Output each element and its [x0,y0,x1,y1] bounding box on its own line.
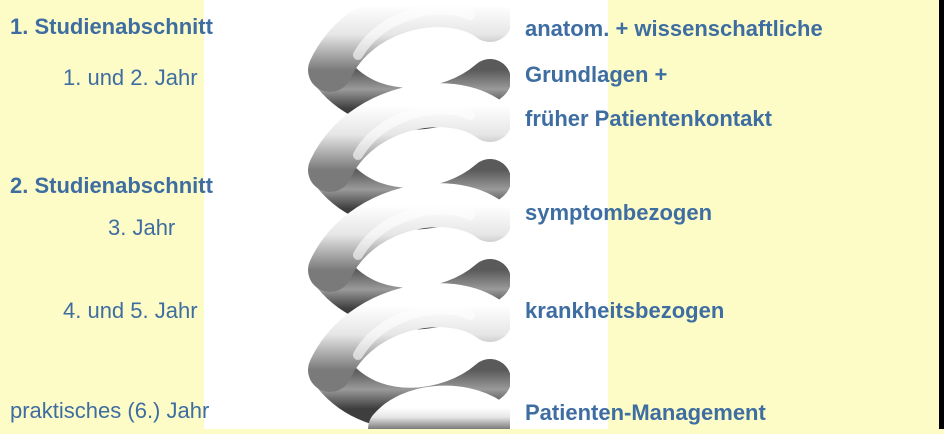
patient-management-label: Patienten-Management [525,400,766,426]
right-border [939,0,944,429]
section2-years45: 4. und 5. Jahr [63,298,198,324]
symptom-label: symptombezogen [525,200,712,226]
helix-spiral-icon [300,0,510,429]
foundations-line3: früher Patientenkontakt [525,106,772,132]
foundations-line2: Grundlagen + [525,62,667,88]
section1-years: 1. und 2. Jahr [63,65,198,91]
practical-year: praktisches (6.) Jahr [10,398,209,424]
section2-year3: 3. Jahr [108,215,175,241]
foundations-line1: anatom. + wissenschaftliche [525,16,823,42]
disease-label: krankheitsbezogen [525,298,724,324]
section2-title: 2. Studienabschnitt [10,173,213,199]
section1-title: 1. Studienabschnitt [10,14,213,40]
